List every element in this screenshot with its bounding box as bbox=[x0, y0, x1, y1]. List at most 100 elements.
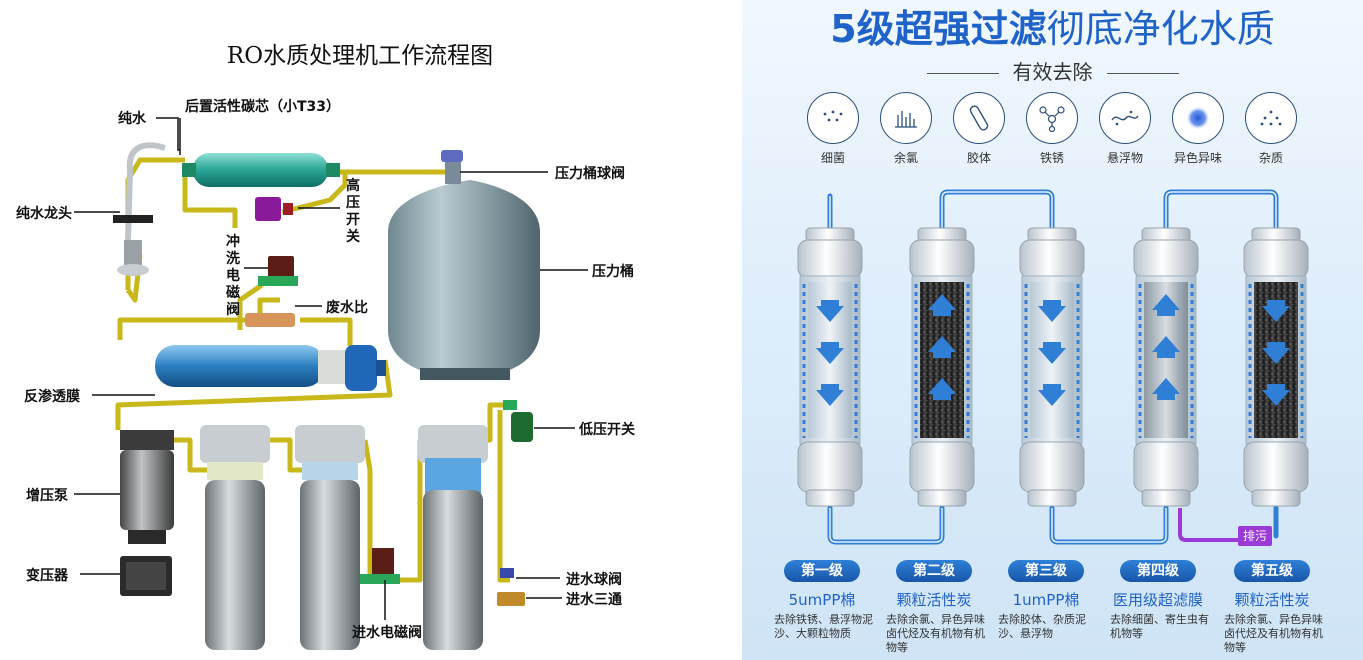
flow-arrow-down bbox=[816, 300, 844, 322]
flow-arrow-up bbox=[928, 336, 956, 358]
label-inlet-tee: 进水三通 bbox=[566, 592, 622, 608]
stage-name: 医用级超滤膜 bbox=[1112, 591, 1203, 609]
diagram-title: RO水质处理机工作流程图 bbox=[226, 43, 494, 69]
contaminant-label: 铁锈 bbox=[1039, 151, 1064, 165]
filter-cartridge-2 bbox=[909, 227, 975, 507]
stage-badge: 第四级 bbox=[1120, 560, 1196, 582]
pre-filter-housings bbox=[200, 425, 488, 650]
stage-4: 第四级 医用级超滤膜 去除细菌、寄生虫有机物等 bbox=[1110, 560, 1230, 641]
ro-system-drawing bbox=[74, 117, 588, 650]
filter-cartridge-4 bbox=[1133, 227, 1199, 507]
leader-lines bbox=[74, 117, 588, 620]
filter-cartridge-3 bbox=[1019, 227, 1085, 507]
stage-desc: 去除余氯、异色异味卤代烃及有机物有机物等 bbox=[886, 613, 985, 654]
faucet bbox=[113, 142, 166, 276]
filter-cartridges-drawing bbox=[797, 189, 1309, 545]
stage-name: 颗粒活性炭 bbox=[896, 591, 972, 609]
stage-desc: 去除胶体、杂质泥沙、悬浮物 bbox=[998, 613, 1086, 640]
label-waste-ratio: 废水比 bbox=[326, 300, 368, 316]
contaminant-label: 杂质 bbox=[1258, 151, 1283, 165]
contaminant-chlorine: 余氯 bbox=[878, 92, 934, 166]
stage-name: 颗粒活性炭 bbox=[1234, 591, 1310, 609]
contaminant-colloid: 胶体 bbox=[951, 92, 1007, 166]
subtitle-rule-left bbox=[926, 73, 999, 74]
stage-desc: 去除余氯、异色异味卤代烃及有机物有机物等 bbox=[1224, 613, 1323, 654]
filter-cartridge-5 bbox=[1243, 227, 1309, 507]
stage-5: 第五级 颗粒活性炭 去除余氯、异色异味卤代烃及有机物有机物等 bbox=[1224, 560, 1344, 655]
drain-label: 排污 bbox=[1238, 526, 1272, 546]
flow-arrow-down bbox=[1262, 300, 1290, 322]
label-pressure-tank: 压力桶 bbox=[592, 264, 634, 280]
contaminant-label: 余氯 bbox=[893, 151, 918, 165]
stage-3: 第三级 1umPP棉 去除胶体、杂质泥沙、悬浮物 bbox=[998, 560, 1118, 641]
stage-badge: 第二级 bbox=[896, 560, 972, 582]
ro-membrane bbox=[155, 345, 386, 391]
inlet-ball-valve bbox=[500, 568, 514, 578]
contaminant-bacteria: 细菌 bbox=[805, 92, 861, 166]
ro-flow-diagram-panel: RO水质处理机工作流程图 bbox=[16, 43, 635, 650]
contaminant-odor: 异色异味 bbox=[1170, 92, 1226, 166]
contaminant-label: 悬浮物 bbox=[1106, 151, 1143, 165]
label-booster-pump: 增压泵 bbox=[26, 488, 68, 504]
label-pure-water: 纯水 bbox=[118, 111, 146, 127]
post-carbon-filter bbox=[182, 153, 340, 187]
stage-2: 第二级 颗粒活性炭 去除余氯、异色异味卤代烃及有机物有机物等 bbox=[886, 560, 1006, 655]
contaminant-label: 胶体 bbox=[966, 151, 991, 165]
flow-arrow-down bbox=[1038, 342, 1066, 364]
transformer bbox=[120, 556, 172, 596]
flow-arrow-down bbox=[1038, 384, 1066, 406]
headline: 5级超强过滤彻底净化水质 bbox=[742, 0, 1363, 53]
suspended-icon bbox=[1099, 92, 1151, 144]
flow-arrow-up bbox=[1152, 378, 1180, 400]
label-high-pressure-switch: 高压开关 bbox=[346, 178, 360, 245]
stage-desc: 去除细菌、寄生虫有机物等 bbox=[1110, 613, 1209, 640]
flush-solenoid-valve bbox=[258, 256, 298, 286]
flow-arrow-up bbox=[928, 294, 956, 316]
waste-ratio-valve bbox=[245, 313, 295, 327]
inlet-solenoid-valve bbox=[360, 548, 400, 584]
contaminant-label: 异色异味 bbox=[1173, 151, 1222, 165]
label-transformer: 变压器 bbox=[26, 568, 68, 584]
label-inlet-valve: 进水球阀 bbox=[566, 572, 622, 588]
high-pressure-switch bbox=[255, 197, 293, 221]
flow-arrow-down bbox=[1262, 384, 1290, 406]
flow-arrow-up bbox=[1152, 294, 1180, 316]
subtitle-text: 有效去除 bbox=[1012, 60, 1093, 84]
bacteria-icon bbox=[807, 92, 859, 144]
label-ro-membrane: 反渗透膜 bbox=[24, 389, 80, 405]
flow-arrow-down bbox=[816, 384, 844, 406]
impurity-icon bbox=[1245, 92, 1297, 144]
headline-light: 彻底净化水质 bbox=[1046, 7, 1275, 51]
label-pressure-tank-valve: 压力桶球阀 bbox=[555, 166, 625, 182]
label-post-carbon: 后置活性碳芯（小T33） bbox=[185, 99, 341, 115]
filtration-stages-panel: 5级超强过滤彻底净化水质 有效去除 细菌 余氯 胶体 铁锈 悬浮物 异 bbox=[742, 0, 1363, 660]
flow-arrow-up bbox=[928, 378, 956, 400]
stage-desc: 去除铁锈、悬浮物泥沙、大颗粒物质 bbox=[774, 613, 873, 640]
stage-name: 1umPP棉 bbox=[1012, 591, 1080, 609]
inlet-tee bbox=[497, 592, 525, 606]
stage-badge: 第一级 bbox=[784, 560, 860, 582]
stage-name: 5umPP棉 bbox=[788, 591, 856, 609]
filter-cartridges bbox=[797, 227, 1309, 507]
contaminant-suspended: 悬浮物 bbox=[1097, 92, 1153, 166]
subtitle-rule-right bbox=[1106, 73, 1179, 74]
subtitle: 有效去除 bbox=[742, 56, 1363, 85]
headline-strong: 5级超强过滤 bbox=[830, 7, 1047, 51]
stage-1: 第一级 5umPP棉 去除铁锈、悬浮物泥沙、大颗粒物质 bbox=[774, 560, 894, 641]
stage-badge: 第三级 bbox=[1008, 560, 1084, 582]
label-faucet: 纯水龙头 bbox=[16, 206, 72, 222]
rust-icon bbox=[1026, 92, 1078, 144]
chlorine-icon bbox=[880, 92, 932, 144]
label-low-pressure-switch: 低压开关 bbox=[579, 422, 635, 438]
pipe-highlights bbox=[829, 191, 1277, 543]
contaminant-label: 细菌 bbox=[820, 151, 845, 165]
flow-arrow-down bbox=[1038, 300, 1066, 322]
label-flush-valve: 冲洗电磁阀 bbox=[226, 234, 240, 318]
flow-arrow-down bbox=[1262, 342, 1290, 364]
odor-icon bbox=[1172, 92, 1224, 144]
stage-badge: 第五级 bbox=[1234, 560, 1310, 582]
flow-arrow-down bbox=[816, 342, 844, 364]
pressure-tank bbox=[388, 150, 540, 380]
flow-arrow-up bbox=[1152, 336, 1180, 358]
colloid-icon bbox=[953, 92, 1005, 144]
